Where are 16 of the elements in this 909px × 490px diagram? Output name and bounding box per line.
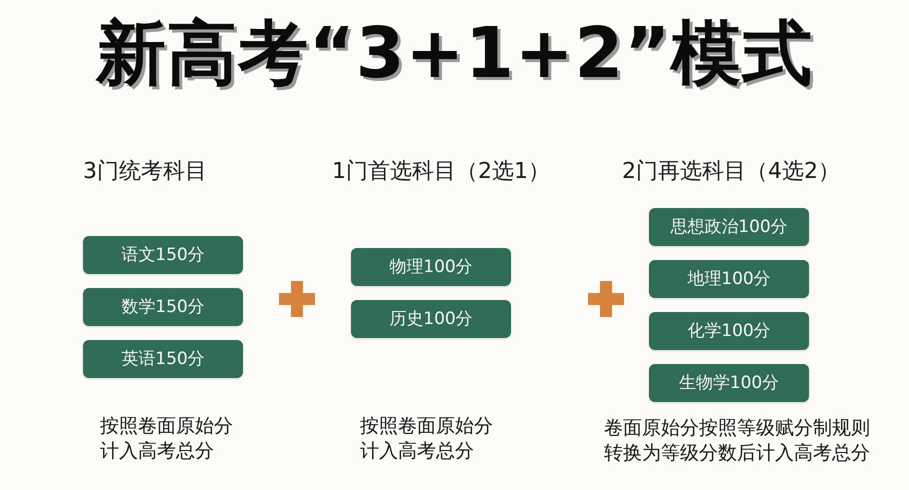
subject-box: 历史100分	[351, 300, 511, 338]
subject-box: 生物学100分	[649, 364, 809, 402]
scoring-note: 按照卷面原始分计入高考总分	[100, 414, 234, 464]
scoring-note: 按照卷面原始分计入高考总分	[360, 414, 494, 464]
subject-box: 地理100分	[649, 260, 809, 298]
page-title: 新高考“3+1+2”模式	[94, 11, 814, 96]
column-heading: 3门统考科目	[83, 158, 207, 186]
subject-box: 数学150分	[83, 288, 243, 326]
column-heading: 2门再选科目（4选2）	[622, 158, 840, 186]
column-heading: 1门首选科目（2选1）	[332, 158, 550, 186]
subject-box: 化学100分	[649, 312, 809, 350]
subject-box: 物理100分	[351, 248, 511, 286]
scoring-note: 卷面原始分按照等级赋分制规则转换为等级分数后计入高考总分	[604, 416, 871, 466]
subject-box: 语文150分	[83, 236, 243, 274]
subject-box: 英语150分	[83, 340, 243, 378]
subject-box: 思想政治100分	[649, 208, 809, 246]
